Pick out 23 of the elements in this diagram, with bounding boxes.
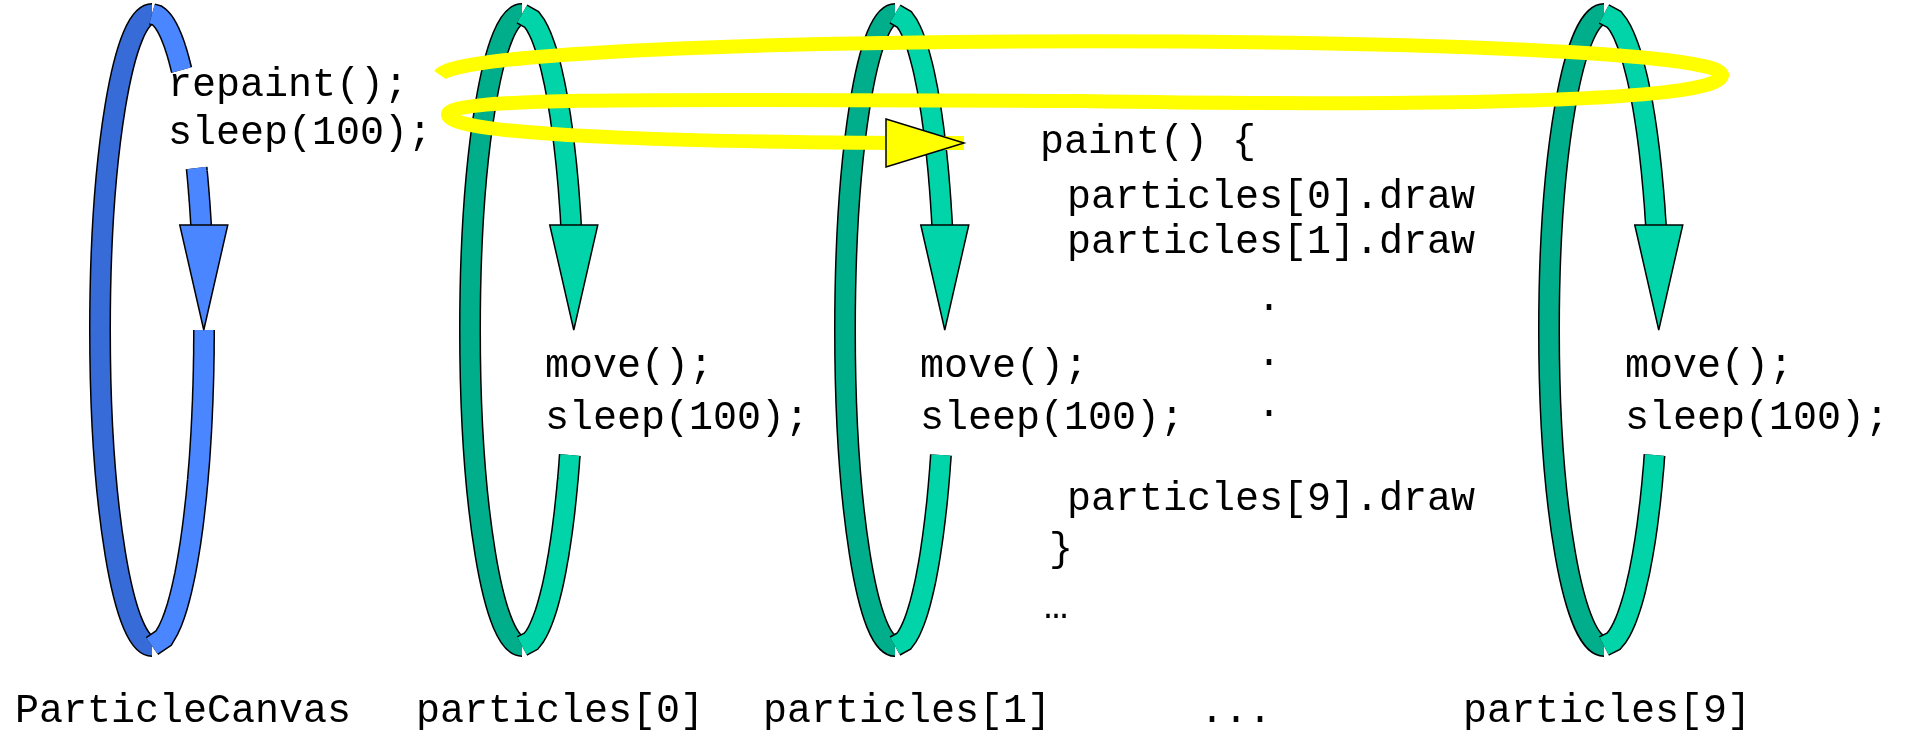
code-line: . [1257, 278, 1281, 322]
code-line: move(); [545, 343, 714, 391]
code-line: sleep(100); [920, 395, 1185, 443]
code-line: … [1044, 586, 1068, 630]
code-line: sleep(100); [545, 395, 810, 443]
thread-label: particles[9] [1463, 690, 1752, 734]
code-line: move(); [1625, 343, 1794, 391]
code-line: sleep(100); [168, 110, 433, 158]
code-line: particles[9].draw [1067, 478, 1476, 522]
code-line: . [1257, 384, 1281, 428]
thread-label: particles[1] [763, 690, 1052, 734]
code-line: sleep(100); [1625, 395, 1890, 443]
code-line: repaint(); [168, 62, 409, 110]
curved-arrow [437, 34, 1729, 168]
thread-label: ... [1200, 690, 1272, 734]
code-line: particles[1].draw [1067, 221, 1476, 265]
code-line: } [1049, 529, 1073, 573]
code-line: . [1257, 333, 1281, 377]
thread-label: ParticleCanvas [15, 690, 352, 734]
code-line: move(); [920, 343, 1089, 391]
code-line: paint() { [1040, 121, 1257, 165]
thread-label: particles[0] [416, 690, 705, 734]
code-line: particles[0].draw [1067, 176, 1476, 220]
